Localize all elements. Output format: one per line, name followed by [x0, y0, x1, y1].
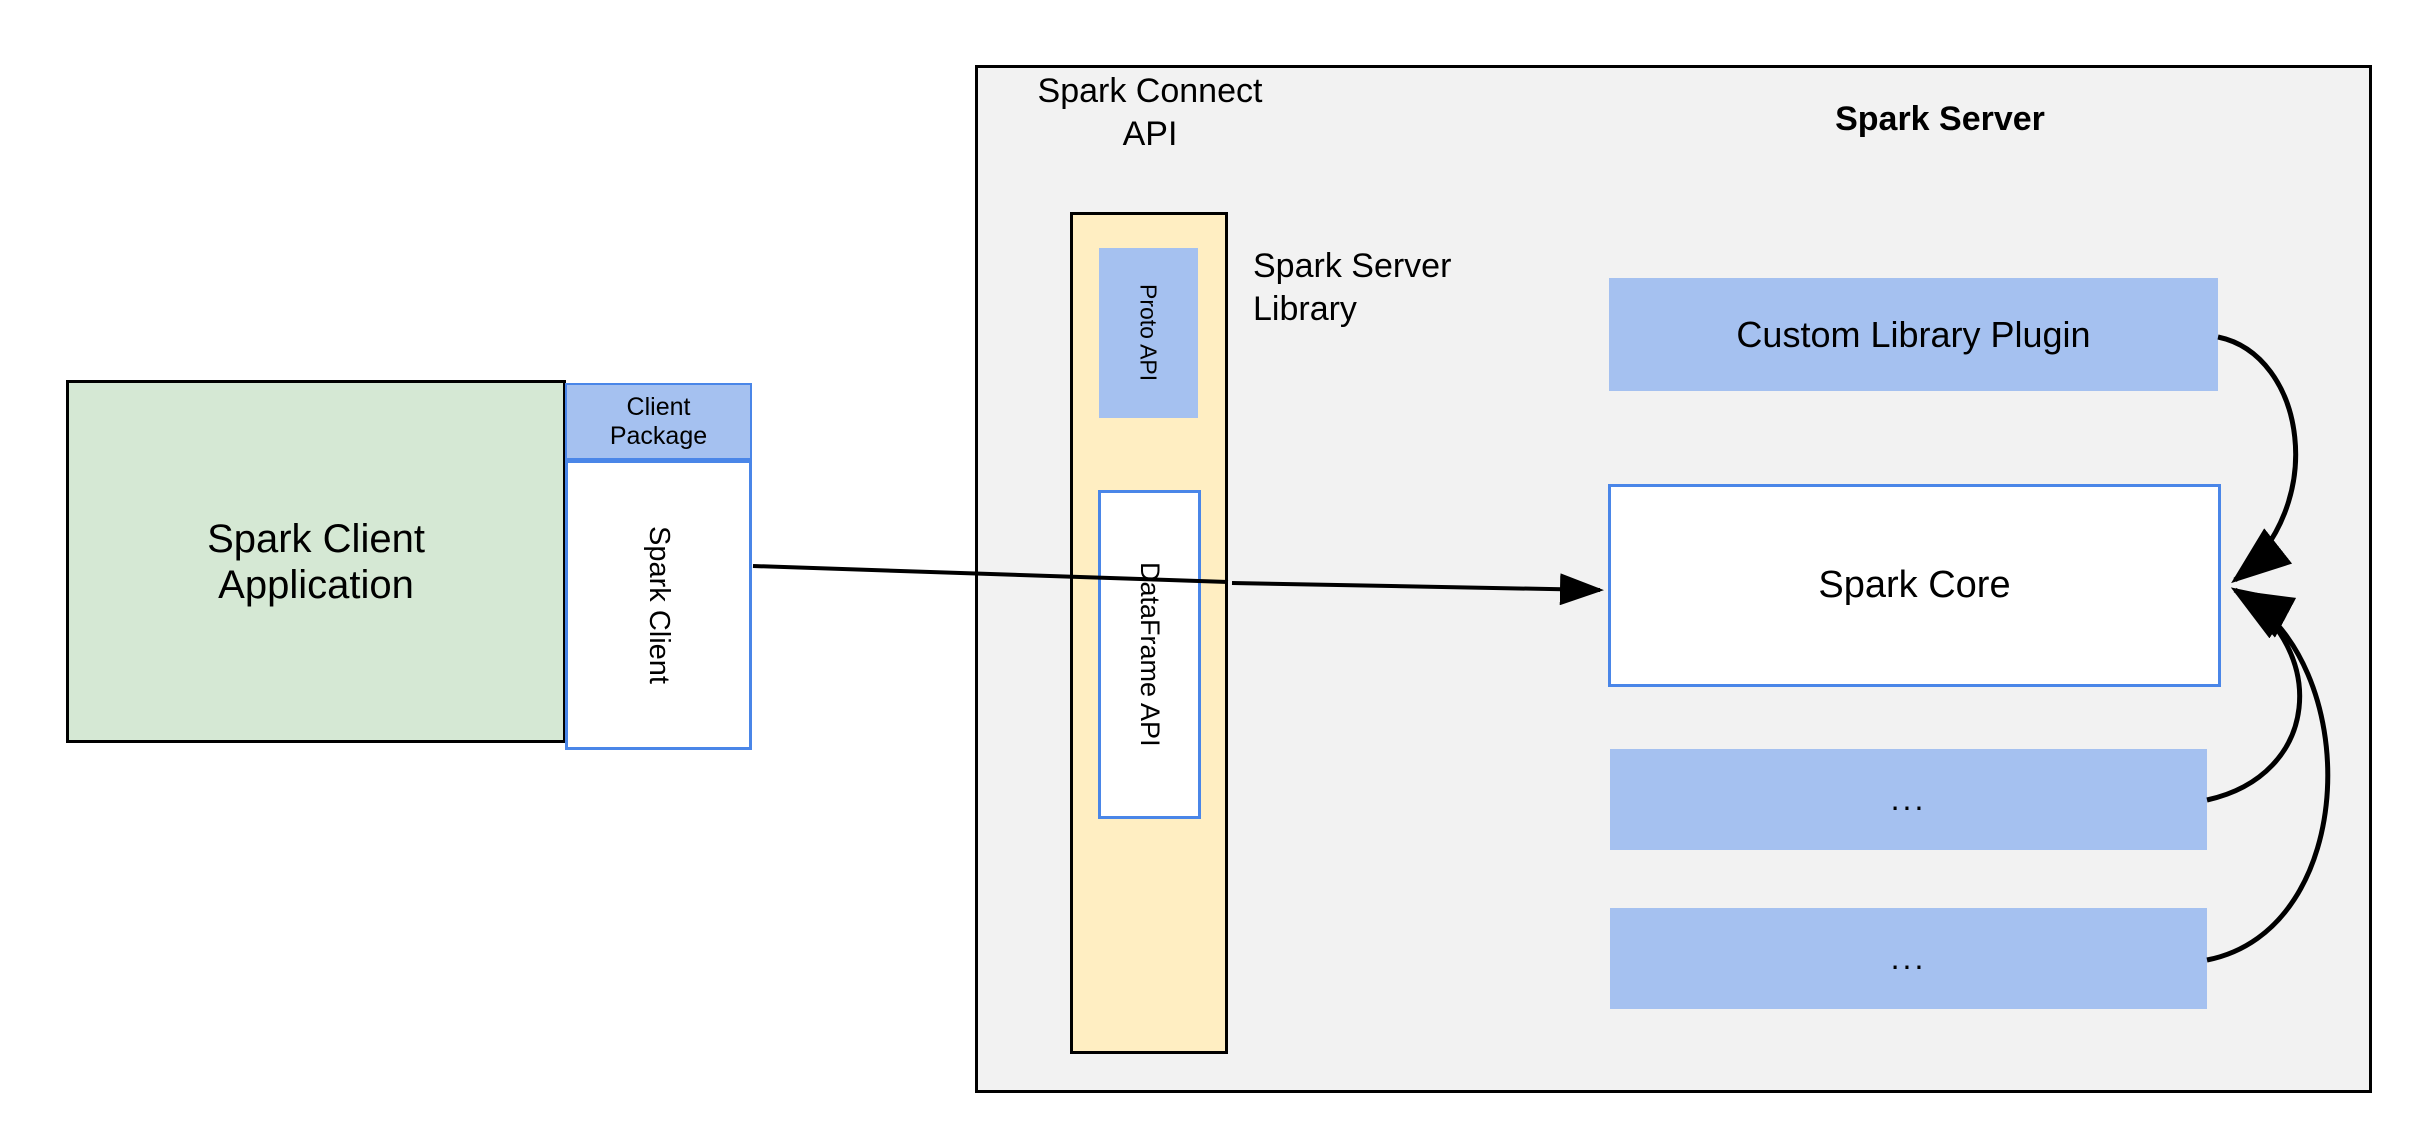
spark-client-application-label-line1: Spark Client [207, 516, 425, 561]
custom-library-plugin-label: Custom Library Plugin [1736, 313, 2091, 355]
ellipsis-box-2[interactable]: ... [1610, 908, 2207, 1009]
ellipsis-box-2-label: ... [1890, 940, 1927, 977]
client-package-label-line2: Package [609, 421, 708, 450]
custom-library-plugin-box[interactable]: Custom Library Plugin [1609, 278, 2218, 391]
spark-server-library-label: Spark Server Library [1253, 245, 1553, 330]
spark-client-application-box[interactable]: Spark Client Application [66, 380, 566, 743]
proto-api-label: Proto API [1135, 284, 1162, 382]
spark-core-label: Spark Core [1818, 563, 2011, 606]
client-package-label: Client Package [610, 393, 707, 451]
ellipsis-box-1-label: ... [1890, 781, 1927, 818]
dataframe-api-box[interactable]: DataFrame API [1098, 490, 1201, 819]
spark-client-application-label-line2: Application [218, 562, 414, 607]
client-package-box[interactable]: Client Package [565, 383, 752, 460]
client-package-label-line1: Client [626, 392, 691, 421]
spark-server-title: Spark Server [1835, 100, 2045, 138]
spark-client-label: Spark Client [643, 526, 676, 684]
spark-core-box[interactable]: Spark Core [1608, 484, 2221, 687]
spark-connect-api-label-line2: API [1122, 114, 1178, 153]
spark-connect-api-label-line1: Spark Connect [1037, 72, 1263, 110]
spark-server-library-label-line2: Library [1253, 289, 1357, 328]
spark-connect-api-label: Spark Connect API [1005, 70, 1295, 155]
ellipsis-box-1[interactable]: ... [1610, 749, 2207, 850]
proto-api-box[interactable]: Proto API [1099, 248, 1198, 418]
spark-client-box[interactable]: Spark Client [565, 460, 752, 750]
dataframe-api-label: DataFrame API [1135, 562, 1166, 747]
spark-client-application-label: Spark Client Application [207, 516, 425, 608]
spark-server-library-label-line1: Spark Server [1253, 247, 1452, 285]
